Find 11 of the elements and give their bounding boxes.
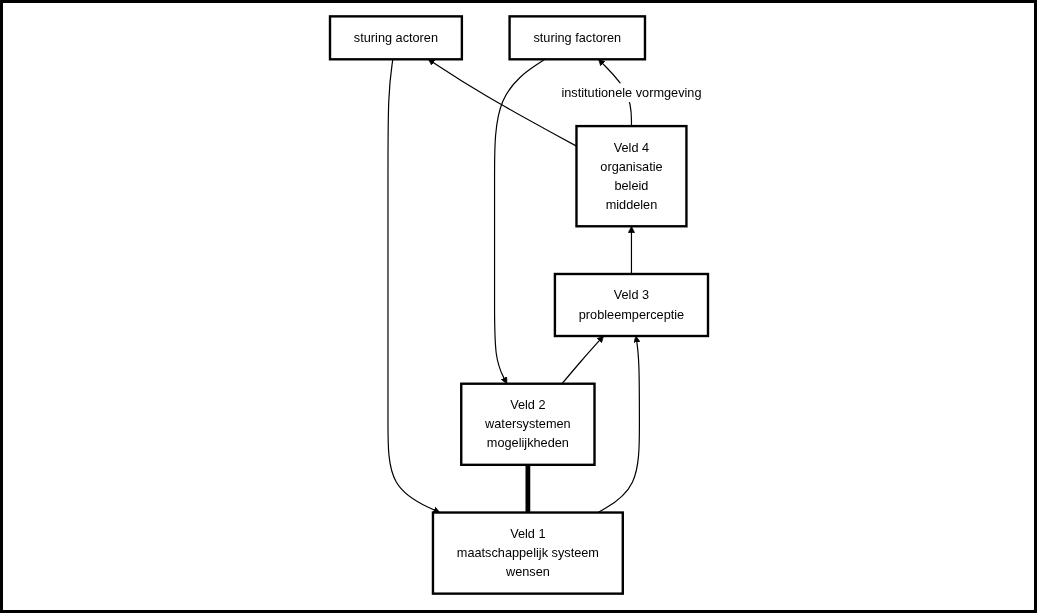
arrow — [493, 58, 545, 384]
node-box: Veld 2 watersystemen mogelijkheden — [459, 382, 596, 466]
node-box: Veld 4 organisatie beleid middelen — [574, 124, 688, 227]
node-box: sturing factoren — [507, 14, 646, 60]
arrow — [386, 58, 440, 513]
edge-label: institutionele vormgeving — [560, 85, 701, 99]
node-box: Veld 3 probleemperceptie — [553, 272, 709, 337]
arrow — [560, 335, 604, 384]
node-box: sturing actoren — [328, 14, 463, 60]
connector — [525, 464, 530, 513]
node-box: Veld 1 maatschappelijk systeem wensen — [431, 510, 624, 595]
